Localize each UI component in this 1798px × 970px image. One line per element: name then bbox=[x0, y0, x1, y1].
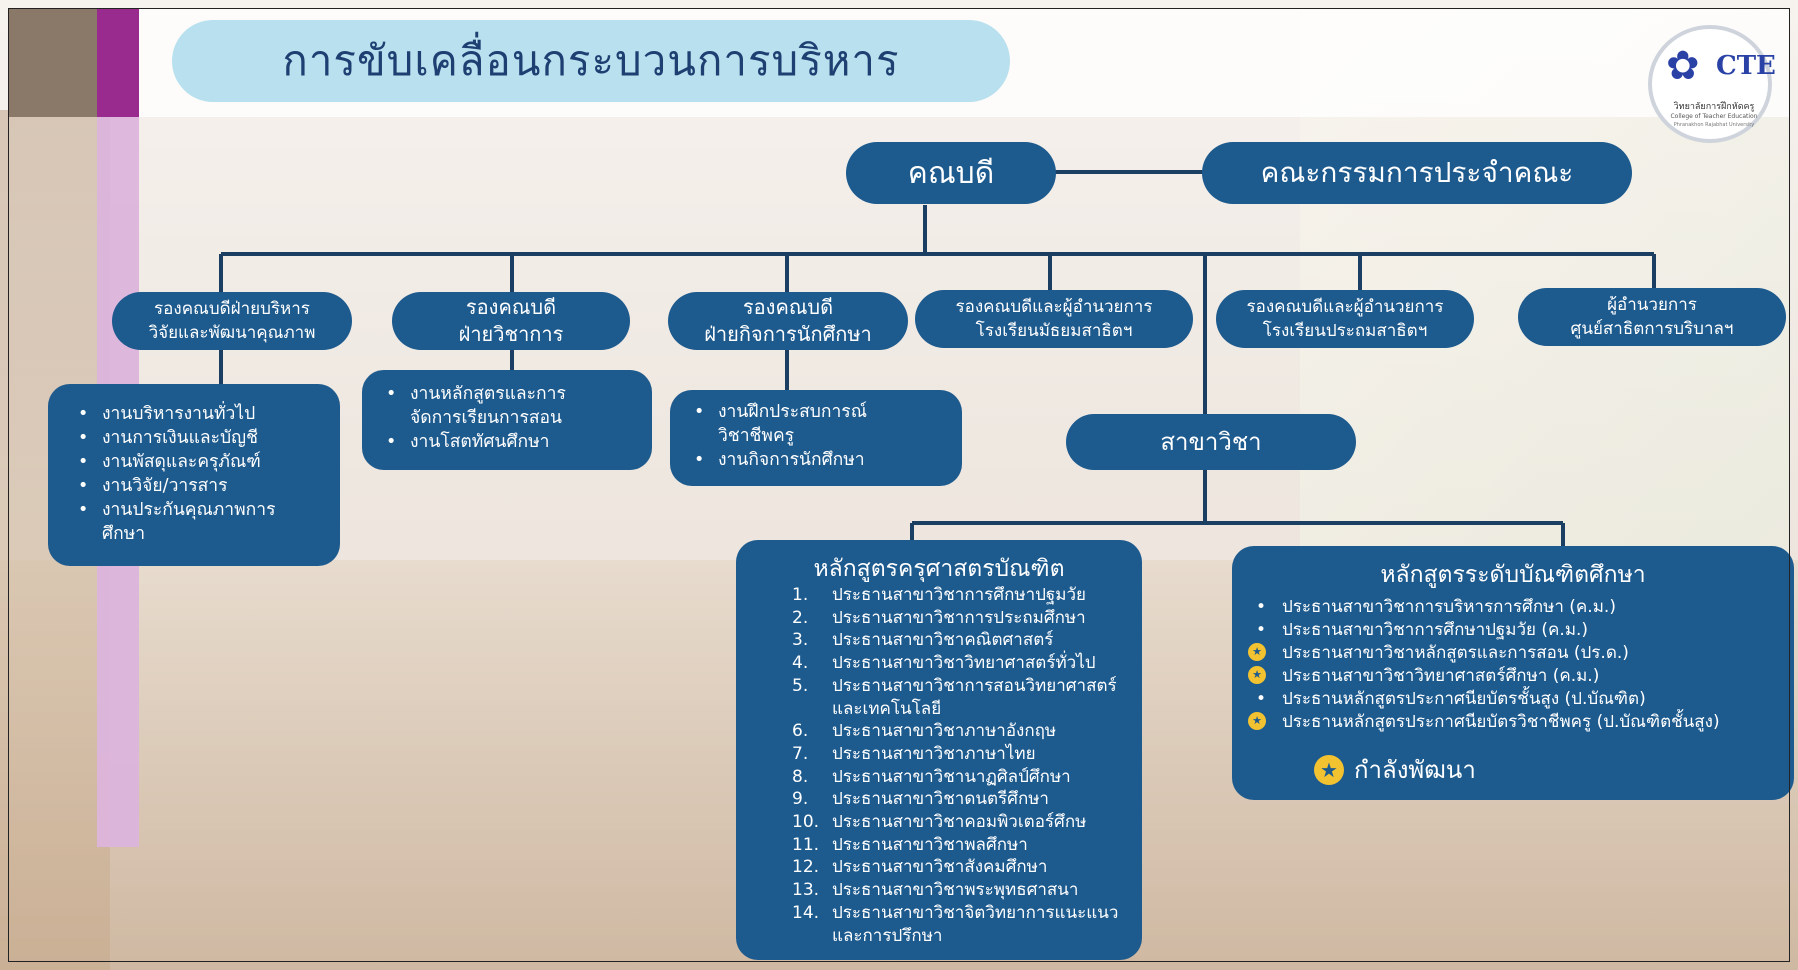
director-care-center-node: ผู้อำนวยการ ศูนย์สาธิตการบริบาลฯ bbox=[1518, 288, 1786, 346]
graduate-item-developing: ประธานหลักสูตรประกาศนียบัตรวิชาชีพครู (ป… bbox=[1248, 711, 1794, 734]
admin-task-item: งานประกันคุณภาพการศึกษา bbox=[78, 498, 282, 546]
admin-task-item: งานบริหารงานทั่วไป bbox=[78, 402, 340, 426]
logo-name-en: College of Teacher Education bbox=[1670, 113, 1758, 120]
developing-legend-label: กำลังพัฒนา bbox=[1354, 756, 1476, 784]
academic-task-item: งานหลักสูตรและการจัดการเรียนการสอน bbox=[386, 382, 600, 430]
student-task-list: งานฝึกประสบการณ์วิชาชีพครู งานกิจการนักศ… bbox=[684, 400, 962, 472]
director-line2: ศูนย์สาธิตการบริบาลฯ bbox=[1570, 319, 1734, 339]
admin-tasks-box: งานบริหารงานทั่วไป งานการเงินและบัญชี งา… bbox=[48, 384, 340, 566]
bachelor-program-list: 1.ประธานสาขาวิชาการศึกษาปฐมวัย 2.ประธานส… bbox=[736, 584, 1142, 947]
department-label: สาขาวิชา bbox=[1160, 427, 1262, 456]
deputy-secondary-line2: โรงเรียนมัธยมสาธิตฯ bbox=[975, 321, 1133, 341]
deputy-admin-node: รองคณบดีฝ่ายบริหาร วิจัยและพัฒนาคุณภาพ bbox=[112, 292, 352, 350]
bachelor-heading: หลักสูตรครุศาสตรบัณฑิต bbox=[813, 556, 1065, 582]
bachelor-item: 5.ประธานสาขาวิชาการสอนวิทยาศาสตร์และเทคโ… bbox=[792, 675, 1117, 719]
academic-task-item: งานโสตทัศนศึกษา bbox=[386, 430, 652, 454]
committee-label: คณะกรรมการประจำคณะ bbox=[1260, 156, 1574, 189]
bachelor-item: 13.ประธานสาขาวิชาพระพุทธศาสนา bbox=[792, 880, 1079, 901]
bachelor-item: 7.ประธานสาขาวิชาภาษาไทย bbox=[792, 743, 1036, 764]
title-banner: การขับเคลื่อนกระบวนการบริหาร bbox=[172, 20, 1010, 102]
graduate-item-developing: ประธานสาขาวิชาวิทยาศาสตร์ศึกษา (ค.ม.) bbox=[1248, 665, 1794, 688]
header-accent-brown bbox=[9, 9, 97, 117]
dean-label: คณบดี bbox=[907, 155, 995, 191]
deputy-admin-line2: วิจัยและพัฒนาคุณภาพ bbox=[148, 323, 316, 343]
deputy-academic-line2: ฝ่ายวิชาการ bbox=[458, 322, 564, 346]
bachelor-item: 1.ประธานสาขาวิชาการศึกษาปฐมวัย bbox=[792, 585, 1087, 605]
admin-task-item: งานพัสดุและครุภัณฑ์ bbox=[78, 450, 340, 474]
bachelor-item: 9.ประธานสาขาวิชาดนตรีศึกษา bbox=[792, 789, 1049, 810]
student-tasks-box: งานฝึกประสบการณ์วิชาชีพครู งานกิจการนักศ… bbox=[670, 390, 962, 486]
logo-name-th: วิทยาลัยการฝึกหัดครู bbox=[1673, 102, 1755, 112]
bachelor-item: 11.ประธานสาขาวิชาพลศึกษา bbox=[792, 834, 1028, 855]
graduate-item: ประธานหลักสูตรประกาศนียบัตรชั้นสูง (ป.บั… bbox=[1256, 688, 1794, 711]
deputy-primary-school-node: รองคณบดีและผู้อำนวยการ โรงเรียนประถมสาธิ… bbox=[1216, 290, 1474, 348]
admin-task-item: งานวิจัย/วารสาร bbox=[78, 474, 340, 498]
bachelor-item: 3.ประธานสาขาวิชาคณิตศาสตร์ bbox=[792, 630, 1054, 651]
bachelor-program-box: หลักสูตรครุศาสตรบัณฑิต 1.ประธานสาขาวิชาก… bbox=[736, 540, 1142, 960]
admin-task-item: งานการเงินและบัญชี bbox=[78, 426, 340, 450]
star-icon: ★ bbox=[1314, 754, 1344, 785]
deputy-academic-node: รองคณบดี ฝ่ายวิชาการ bbox=[392, 292, 630, 350]
header-accent-purple bbox=[97, 9, 139, 117]
deputy-academic-line1: รองคณบดี bbox=[465, 295, 557, 319]
deputy-primary-line1: รองคณบดีและผู้อำนวยการ bbox=[1246, 297, 1444, 317]
deputy-student-node: รองคณบดี ฝ่ายกิจการนักศึกษา bbox=[668, 292, 908, 350]
graduate-program-list: ประธานสาขาวิชาการบริหารการศึกษา (ค.ม.) ป… bbox=[1232, 596, 1794, 734]
developing-legend: ★ กำลังพัฒนา bbox=[1314, 750, 1476, 789]
graduate-item: ประธานสาขาวิชาการศึกษาปฐมวัย (ค.ม.) bbox=[1256, 619, 1794, 642]
graduate-item: ประธานสาขาวิชาการบริหารการศึกษา (ค.ม.) bbox=[1256, 596, 1794, 619]
graduate-program-box: หลักสูตรระดับบัณฑิตศึกษา ประธานสาขาวิชาก… bbox=[1232, 546, 1794, 800]
director-line1: ผู้อำนวยการ bbox=[1607, 295, 1697, 315]
page-title: การขับเคลื่อนกระบวนการบริหาร bbox=[282, 36, 900, 85]
deputy-secondary-school-node: รองคณบดีและผู้อำนวยการ โรงเรียนมัธยมสาธิ… bbox=[915, 290, 1193, 348]
logo-wordmark: CTE bbox=[1716, 51, 1776, 81]
bachelor-item: 14.ประธานสาขาวิชาจิตวิทยาการแนะแนวและการ… bbox=[792, 902, 1119, 946]
slide-frame bbox=[8, 8, 1790, 962]
academic-tasks-box: งานหลักสูตรและการจัดการเรียนการสอน งานโส… bbox=[362, 370, 652, 470]
flower-logo-icon: ✿ bbox=[1666, 43, 1700, 89]
committee-node: คณะกรรมการประจำคณะ bbox=[1202, 142, 1632, 204]
college-logo: ✿ CTE วิทยาลัยการฝึกหัดครู College of Te… bbox=[1648, 25, 1776, 143]
bachelor-item: 2.ประธานสาขาวิชาการประถมศึกษา bbox=[792, 607, 1086, 628]
logo-university: Phranakhon Rajabhat University bbox=[1673, 122, 1755, 128]
deputy-student-line1: รองคณบดี bbox=[742, 295, 834, 319]
deputy-admin-line1: รองคณบดีฝ่ายบริหาร bbox=[154, 299, 310, 319]
bachelor-item: 12.ประธานสาขาวิชาสังคมศึกษา bbox=[792, 857, 1048, 878]
dean-node: คณบดี bbox=[846, 142, 1056, 204]
student-task-item: งานกิจการนักศึกษา bbox=[694, 448, 962, 472]
bachelor-item: 4.ประธานสาขาวิชาวิทยาศาสตร์ทั่วไป bbox=[792, 653, 1096, 674]
department-node: สาขาวิชา bbox=[1066, 414, 1356, 470]
admin-task-list: งานบริหารงานทั่วไป งานการเงินและบัญชี งา… bbox=[68, 402, 340, 546]
deputy-primary-line2: โรงเรียนประถมสาธิตฯ bbox=[1262, 321, 1428, 341]
deputy-student-line2: ฝ่ายกิจการนักศึกษา bbox=[704, 322, 872, 346]
graduate-item-developing: ประธานสาขาวิชาหลักสูตรและการสอน (ปร.ด.) bbox=[1248, 642, 1794, 665]
graduate-heading: หลักสูตรระดับบัณฑิตศึกษา bbox=[1380, 562, 1646, 588]
bachelor-item: 6.ประธานสาขาวิชาภาษาอังกฤษ bbox=[792, 721, 1057, 742]
deputy-secondary-line1: รองคณบดีและผู้อำนวยการ bbox=[955, 297, 1153, 317]
bachelor-item: 10.ประธานสาขาวิชาคอมพิวเตอร์ศึกษ bbox=[792, 812, 1087, 833]
academic-task-list: งานหลักสูตรและการจัดการเรียนการสอน งานโส… bbox=[376, 382, 652, 454]
student-task-item: งานฝึกประสบการณ์วิชาชีพครู bbox=[694, 400, 888, 448]
bachelor-item: 8.ประธานสาขาวิชานาฏศิลป์ศึกษา bbox=[792, 766, 1071, 787]
